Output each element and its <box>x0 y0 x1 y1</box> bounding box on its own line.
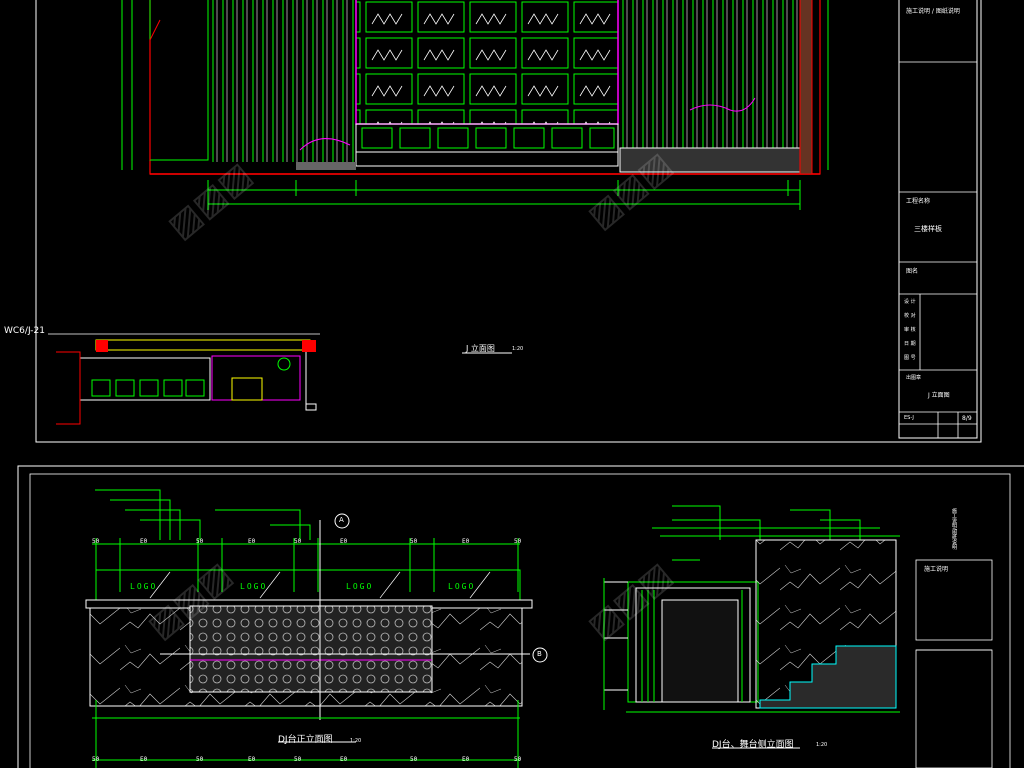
sheet1-title-block <box>899 61 977 438</box>
logo-label-3: LOGO <box>346 582 374 591</box>
tb-row2: 校 对 <box>904 313 916 319</box>
logo-label-1: LOGO <box>130 582 158 591</box>
dim-bottom-3: E0 <box>248 756 256 763</box>
dj-side-scale: 1:20 <box>816 742 828 748</box>
dim-bottom-5: E0 <box>340 756 348 763</box>
sheet1-elevation-scale: 1:20 <box>512 346 524 352</box>
callout-b: B <box>537 650 542 658</box>
tb-row4: 日 期 <box>904 341 916 347</box>
dj-side-elevation <box>603 505 900 749</box>
dim-top-8: 50 <box>514 538 522 545</box>
tb-drawing-name: J 立面图 <box>928 392 950 399</box>
sheet2-notes-header: 施工说明 <box>924 566 949 573</box>
tb-num: 8/9 <box>962 415 972 422</box>
dim-bottom-4: 50 <box>294 756 302 763</box>
dim-top-1: E0 <box>140 538 148 545</box>
callout-a: A <box>339 516 344 524</box>
dj-front-elevation <box>85 489 548 768</box>
tb-project-label: 工程名称 <box>906 198 931 205</box>
sheet2-title-block <box>915 559 993 768</box>
dj-front-title: DJ台正立面图 <box>278 735 333 745</box>
tb-sheet: ES-J <box>904 415 914 421</box>
dim-top-3: E0 <box>248 538 256 545</box>
dim-bottom-1: E0 <box>140 756 148 763</box>
dim-top-2: 50 <box>196 538 204 545</box>
tb-project-name: 三楼样板 <box>914 225 942 233</box>
main-elevation <box>121 0 829 210</box>
tb-stamp: 出图章 <box>906 375 922 381</box>
dj-front-scale: 1:20 <box>350 738 362 744</box>
dj-side-title: DJ台、舞台侧立面图 <box>712 740 794 750</box>
dims-top: 50 E0 50 E0 50 E0 50 E0 50 <box>92 538 522 546</box>
dim-top-6: 50 <box>410 538 418 545</box>
tb-row3: 审 核 <box>904 327 916 333</box>
dim-top-7: E0 <box>462 538 470 545</box>
sheet2-tb-header: 施工说明/图纸说明 <box>951 508 957 550</box>
dim-top-4: 50 <box>294 538 302 545</box>
sheet1-side-code: WC6/J-21 <box>4 326 45 336</box>
plan-detail <box>48 333 320 425</box>
dim-bottom-0: 50 <box>92 756 100 763</box>
tb-upper-notes: 施工说明 / 图纸说明 <box>906 8 960 15</box>
dim-bottom-7: E0 <box>462 756 470 763</box>
dim-top-5: E0 <box>340 538 348 545</box>
dim-top-0: 50 <box>92 538 100 545</box>
dim-bottom-2: 50 <box>196 756 204 763</box>
logo-label-4: LOGO <box>448 582 476 591</box>
sheet2-frame <box>17 465 1024 768</box>
dim-bottom-6: 50 <box>410 756 418 763</box>
tb-drawing-label: 图名 <box>906 268 919 275</box>
dims-bottom: 50 E0 50 E0 50 E0 50 E0 50 <box>92 756 522 764</box>
tb-row5: 图 号 <box>904 355 916 361</box>
logo-label-2: LOGO <box>240 582 268 591</box>
sheet1-elevation-title: J 立面图 <box>466 344 495 353</box>
dim-bottom-8: 50 <box>514 756 522 763</box>
svg-text:▨▨▨: ▨▨▨ <box>160 154 260 247</box>
tb-row1: 设 计 <box>904 299 916 305</box>
